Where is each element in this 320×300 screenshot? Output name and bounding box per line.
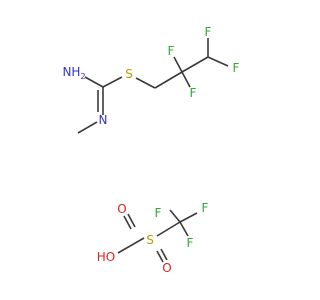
bond-ch2-cf2 [154, 71, 183, 89]
sulfonyl-s-label: S [146, 233, 154, 247]
anion-structure: HO S O O F F F [97, 201, 209, 275]
bond-s-o-down-b [160, 248, 168, 261]
thio-s-label: S [125, 67, 133, 81]
bond-cf3-f-top [169, 209, 181, 223]
sulfonyl-o-bottom: O [162, 261, 171, 275]
bond-c-s [102, 76, 123, 88]
amine-subscript: 2 [80, 72, 85, 81]
chf2-fluorine-top: F [205, 25, 212, 39]
bond-chf2-f-right [207, 56, 229, 67]
cf2-fluorine-top: F [168, 44, 175, 58]
cation-structure: NH2 N S F F F F [62, 25, 240, 134]
bond-s-ch2 [135, 77, 156, 89]
amine-nh-text: NH [62, 65, 80, 79]
bond-c-nh2 [84, 76, 104, 88]
bond-cf3-f-right [179, 212, 198, 223]
cf2-fluorine-bottom: F [190, 86, 197, 100]
bond-cf2-f-down [181, 71, 191, 88]
bond-cf3-f-bottom [179, 221, 189, 237]
structure-canvas: NH2 N S F F F F HO S O O F F F [62, 25, 240, 275]
bond-oh-s [117, 237, 145, 254]
cf3-fluorine-bottom: F [187, 236, 194, 250]
bond-s-o-up-b [123, 215, 132, 230]
chf2-fluorine-right: F [233, 61, 240, 75]
bond-s-o-down-a [156, 250, 164, 263]
cf3-fluorine-top: F [155, 206, 162, 220]
bond-s-o-up-a [127, 213, 136, 228]
bond-cf2-f-up [173, 56, 183, 73]
imine-n-label: N [99, 113, 108, 127]
hydroxyl-label: HO [97, 250, 115, 264]
amine-label: NH2 [62, 65, 85, 81]
bond-n-methyl [77, 121, 98, 134]
bond-s-cf3 [156, 221, 181, 237]
bond-cf2-chf2 [181, 56, 209, 73]
cf3-fluorine-right: F [202, 201, 209, 215]
sulfonyl-o-top: O [117, 202, 126, 216]
